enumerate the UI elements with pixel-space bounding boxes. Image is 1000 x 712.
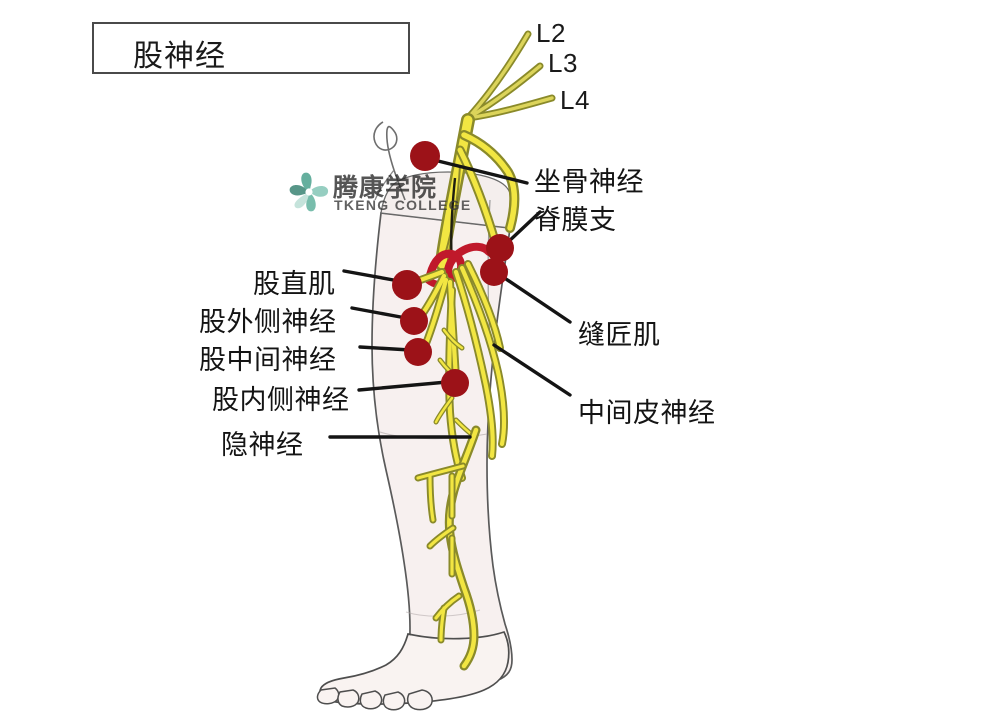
pelvis-line: [374, 169, 395, 201]
marker-dots-group: [392, 141, 514, 397]
watermark-en-text: TKENG COLLEGE: [334, 197, 472, 213]
leader-medial: [357, 380, 449, 392]
leader-rectus: [342, 269, 401, 283]
page-title: 股神经: [133, 40, 226, 73]
leader-sciatic: [432, 158, 529, 185]
label-sciatic-nerve: 坐骨神经: [534, 167, 644, 197]
leader-sartorius: [501, 275, 572, 324]
label-l4: L4: [560, 85, 590, 115]
leader-lines-group: [328, 158, 572, 439]
marker-sciatic[interactable]: [410, 141, 440, 171]
marker-medial[interactable]: [441, 369, 469, 397]
label-rectus-femoris: 股直肌: [253, 269, 336, 299]
title-box: [92, 22, 410, 74]
watermark-cn-text: 腾康学院: [333, 174, 438, 202]
pinwheel-logo-icon: [289, 172, 329, 212]
meningeal-branch-path: [455, 145, 501, 249]
leader-lateral: [350, 306, 408, 320]
leader-meningeal: [505, 210, 542, 245]
label-l3: L3: [548, 48, 578, 78]
toe-3: [359, 690, 383, 710]
toe-5: [316, 687, 340, 705]
watermark: 腾康学院 TKENG COLLEGE: [287, 168, 470, 226]
label-lateral-femoral-nerve: 股外侧神经: [199, 307, 337, 337]
toe-1: [406, 689, 433, 711]
marker-meningeal[interactable]: [486, 234, 514, 262]
lateral-upper-branch: [459, 130, 520, 233]
leader-intermediate-cut: [492, 343, 572, 397]
lower-leg-branches-core: [416, 464, 465, 642]
nerve-roots-core: [466, 32, 554, 120]
label-medial-femoral-nerve: 股内侧神经: [212, 385, 350, 415]
marker-intermediate[interactable]: [404, 338, 432, 366]
label-intermediate-femoral-nerve: 股中间神经: [199, 345, 337, 375]
marker-sartorius[interactable]: [480, 258, 508, 286]
label-intermediate-cutaneous-nerve: 中间皮神经: [578, 398, 716, 428]
label-sartorius-muscle: 缝匠肌: [578, 320, 661, 350]
toe-2: [382, 691, 406, 711]
label-meningeal-branch: 脊膜支: [534, 205, 617, 235]
label-saphenous-nerve: 隐神经: [221, 430, 304, 460]
toe-4: [337, 689, 360, 708]
marker-lateral[interactable]: [400, 307, 428, 335]
label-l2: L2: [536, 18, 566, 48]
femoral-branch-fan-core: [407, 261, 507, 481]
leader-intermediate: [358, 345, 412, 352]
marker-rectus[interactable]: [392, 270, 422, 300]
